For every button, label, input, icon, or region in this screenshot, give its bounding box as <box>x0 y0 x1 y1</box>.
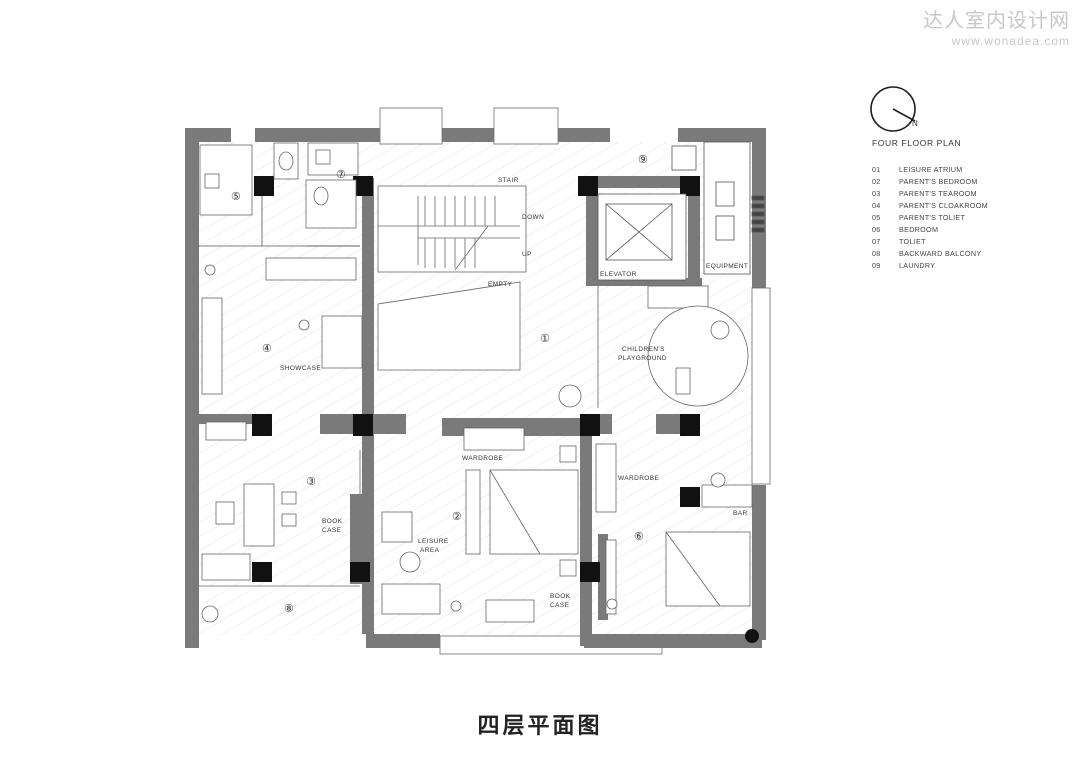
label-bar: BAR <box>733 510 748 517</box>
north-compass-icon: N <box>870 86 918 132</box>
legend-item: 09 LAUNDRY <box>872 260 988 272</box>
legend-item: 05 PARENT'S TOLIET <box>872 212 988 224</box>
balcony <box>198 384 582 623</box>
label-bookcase-left-2: CASE <box>322 527 342 534</box>
bedroom-furniture <box>595 443 753 615</box>
watermark-url: www.wonadea.com <box>951 34 1070 48</box>
legend-number: 07 <box>872 237 881 246</box>
legend-label: PARENT'S TOLIET <box>899 213 966 222</box>
legend-number: 03 <box>872 189 881 198</box>
label-children-line2: PLAYGROUND <box>618 355 667 362</box>
label-elevator: ELEVATOR <box>600 271 637 278</box>
stair <box>377 185 527 371</box>
legend-number: 08 <box>872 249 881 258</box>
parents-bedroom-furniture <box>381 427 579 623</box>
compass-north-label: N <box>912 119 918 128</box>
playground <box>597 285 771 485</box>
room-number-8: ⑧ <box>284 603 294 615</box>
legend-item: 07 TOLIET <box>872 236 988 248</box>
room-numbers: ① ② ③ ④ ⑤ ⑥ ⑦ ⑧ ⑨ <box>231 154 648 615</box>
legend-label: PARENT'S BEDROOM <box>899 177 978 186</box>
label-bookcase-right-1: BOOK <box>550 593 571 600</box>
label-leisure-2: AREA <box>420 547 440 554</box>
room-number-7: ⑦ <box>336 169 346 181</box>
tearoom-furniture <box>201 421 361 581</box>
showcase <box>201 257 363 395</box>
label-wardrobe-left: WARDROBE <box>462 455 504 462</box>
label-up: UP <box>522 251 532 258</box>
legend-item: 02 PARENT'S BEDROOM <box>872 176 988 188</box>
legend-label: PARENT'S TEAROOM <box>899 189 977 198</box>
legend-label: LAUNDRY <box>899 261 936 270</box>
elevator <box>597 193 687 281</box>
legend-item: 01 LEISURE ATRIUM <box>872 164 988 176</box>
legend-number: 06 <box>872 225 881 234</box>
label-children-line1: CHILDREN'S <box>622 346 665 353</box>
room-number-3: ③ <box>306 476 316 488</box>
room-number-1: ① <box>540 333 550 345</box>
room-number-6: ⑥ <box>634 531 644 543</box>
watermark-title: 达人室内设计网 <box>923 8 1070 32</box>
toilet-fixtures <box>198 142 360 276</box>
label-wardrobe-right: WARDROBE <box>618 475 660 482</box>
plan-labels: STAIR DOWN UP EMPTY ELEVATOR EQUIPMENT C… <box>280 177 748 609</box>
label-equipment: EQUIPMENT <box>706 263 748 270</box>
legend-number: 05 <box>872 213 881 222</box>
room-number-5: ⑤ <box>231 191 241 203</box>
legend-item: 06 BEDROOM <box>872 224 988 236</box>
top-windows <box>379 107 663 655</box>
legend-number: 04 <box>872 201 881 210</box>
room-number-4: ④ <box>262 343 272 355</box>
exterior-walls <box>185 128 766 648</box>
room-number-9: ⑨ <box>638 154 648 166</box>
legend-item: 08 BACKWARD BALCONY <box>872 248 988 260</box>
legend-number: 09 <box>872 261 881 270</box>
label-down: DOWN <box>522 214 544 221</box>
legend-label: BACKWARD BALCONY <box>899 249 982 258</box>
watermark: 达人室内设计网 www.wonadea.com <box>923 4 1070 48</box>
structural-columns <box>252 176 759 643</box>
legend-number: 01 <box>872 165 881 174</box>
label-showcase: SHOWCASE <box>280 365 321 372</box>
plan-title: FOUR FLOOR PLAN <box>872 138 962 148</box>
label-leisure-1: LEISURE <box>418 538 449 545</box>
room-number-2: ② <box>452 511 462 523</box>
label-bookcase-right-2: CASE <box>550 602 570 609</box>
legend-number: 02 <box>872 177 881 186</box>
legend-label: TOLIET <box>899 237 926 246</box>
label-stair: STAIR <box>498 177 519 184</box>
label-bookcase-left-1: BOOK <box>322 518 343 525</box>
legend-label: PARENT'S CLOAKROOM <box>899 201 988 210</box>
legend-item: 04 PARENT'S CLOAKROOM <box>872 200 988 212</box>
legend-label: BEDROOM <box>899 225 939 234</box>
floor-plan-caption: 四层平面图 <box>477 714 603 739</box>
legend-item: 03 PARENT'S TEAROOM <box>872 188 988 200</box>
legend-label: LEISURE ATRIUM <box>899 165 963 174</box>
label-empty: EMPTY <box>488 281 513 288</box>
equipment-room <box>671 141 765 275</box>
